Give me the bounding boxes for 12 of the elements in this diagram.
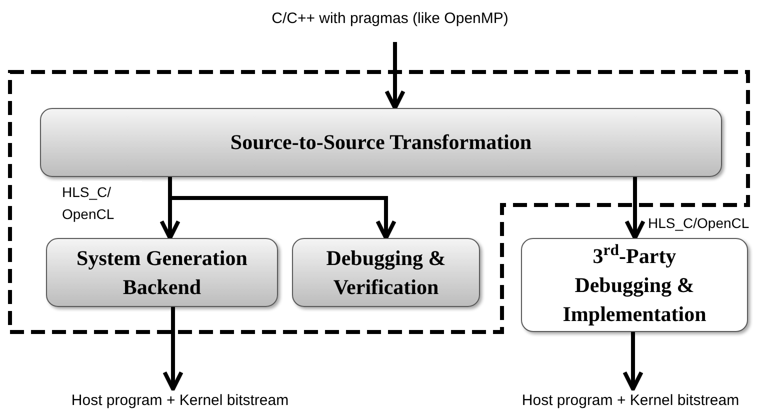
arrow (624, 177, 646, 240)
arrow (168, 177, 396, 240)
arrow (622, 332, 644, 391)
process-box: Debugging & Verification (292, 238, 480, 307)
arrow (384, 42, 406, 110)
arrow (162, 307, 184, 391)
process-box: System Generation Backend (46, 238, 278, 307)
flow-text: Host program + Kernel bitstream (30, 389, 330, 413)
flow-text: Host program + Kernel bitstream (488, 389, 773, 413)
process-box: 3$^{rd}$-Party Debugging & Implementation (521, 238, 748, 332)
flow-text: C/C++ with pragmas (like OpenMP) (200, 4, 580, 42)
process-box: Source-to-Source Transformation (40, 108, 722, 177)
